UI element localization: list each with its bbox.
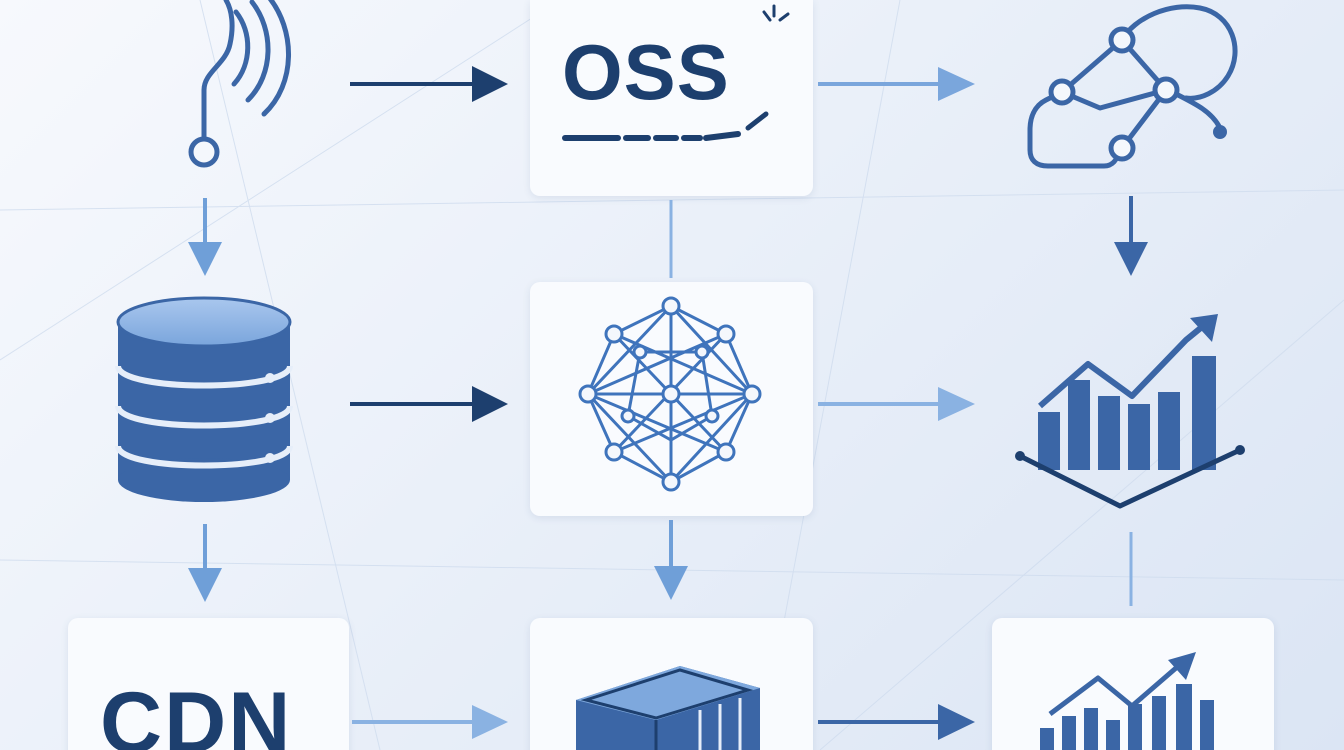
oss-node-box xyxy=(530,0,813,196)
arrow-network-to-chart xyxy=(818,387,975,421)
arrow-network-to-storage xyxy=(654,520,688,600)
growth-chart-icon xyxy=(1015,314,1245,509)
arrow-storage-to-growth xyxy=(818,704,975,740)
workflow-graph-icon xyxy=(1027,4,1238,169)
database-icon xyxy=(115,296,293,502)
arrow-probe-to-database xyxy=(188,198,222,276)
arrow-workflow-to-chart xyxy=(1114,196,1148,276)
oss-icon xyxy=(562,4,790,141)
small-growth-chart-icon xyxy=(1040,652,1214,750)
arrow-probe-to-oss xyxy=(350,66,508,102)
network-mesh-icon xyxy=(578,296,762,492)
cdn-node-box xyxy=(68,618,349,750)
signal-probe-icon xyxy=(188,0,291,168)
arrow-cdn-to-storage xyxy=(352,705,508,739)
arrow-oss-to-workflow xyxy=(818,67,975,101)
oss-label: OSS xyxy=(562,28,730,116)
storage-block-icon xyxy=(576,666,760,750)
arrow-database-to-network xyxy=(350,386,508,422)
arrow-database-to-cdn xyxy=(188,524,222,602)
cdn-label: CDN xyxy=(100,675,293,750)
